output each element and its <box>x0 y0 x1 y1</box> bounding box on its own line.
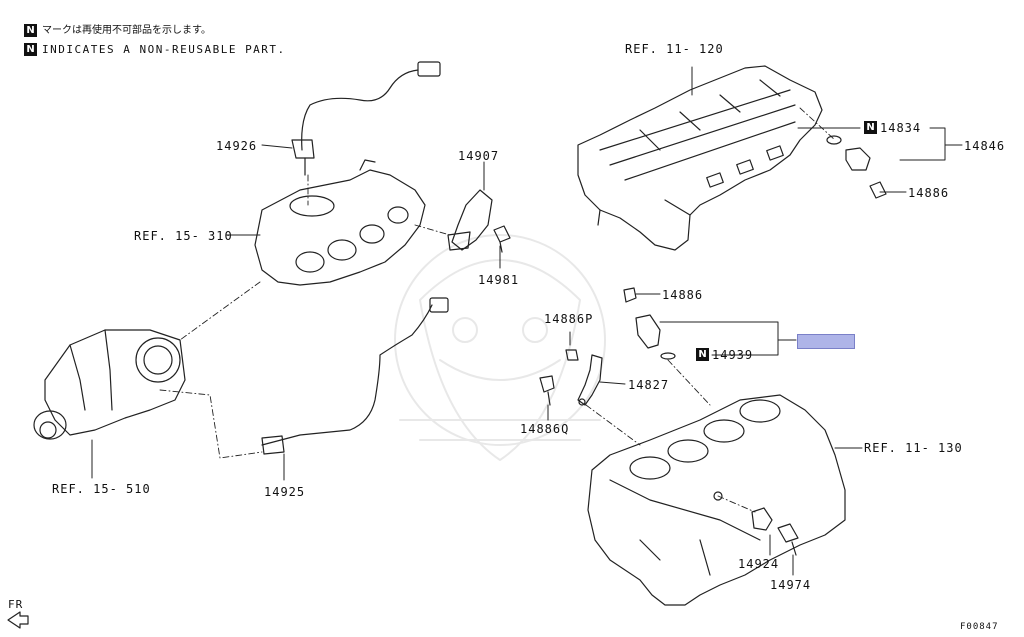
catalytic-converter-drawing <box>33 329 186 440</box>
part-14926-label[interactable]: 14926 <box>216 139 258 153</box>
bolt-14886Q-drawing <box>539 375 555 406</box>
oxygen-sensor-upper-drawing <box>291 61 441 176</box>
part-14907-label[interactable]: 14907 <box>458 149 500 163</box>
part-14834-label[interactable]: 14834 <box>880 121 922 135</box>
front-marker-label: FR <box>8 598 24 611</box>
bolt-14886P-drawing <box>565 349 579 361</box>
bracket-14827-drawing <box>577 354 603 406</box>
part-14827-label[interactable]: 14827 <box>628 378 670 392</box>
part-14886P-label[interactable]: 14886P <box>544 312 594 326</box>
cylinder-block-drawing <box>587 394 846 606</box>
exhaust-manifold-drawing <box>254 159 426 286</box>
bolt-14981-drawing <box>493 225 511 253</box>
sensor-14834-drawing <box>826 135 887 199</box>
legend-japanese: マークは再使用不可部品を示します。 <box>42 25 211 36</box>
non-reusable-badge-icon: N <box>24 24 37 37</box>
ref-15-510-label[interactable]: REF. 15- 510 <box>52 482 151 496</box>
sensor-14924-drawing <box>751 507 773 531</box>
part-14846-label[interactable]: 14846 <box>964 139 1006 153</box>
reference-lines <box>159 107 836 513</box>
part-14886-upper-label[interactable]: 14886 <box>908 186 950 200</box>
sensor-14907-drawing <box>447 189 493 251</box>
part-14974-label[interactable]: 14974 <box>770 578 812 592</box>
front-arrow-icon <box>7 611 29 629</box>
non-reusable-badge-icon: N <box>696 348 709 361</box>
bolt-14974-drawing <box>777 523 799 556</box>
watermark-emblem <box>394 234 606 461</box>
part-14925-label[interactable]: 14925 <box>264 485 306 499</box>
part-14886Q-label[interactable]: 14886Q <box>520 422 570 436</box>
ref-15-310-label[interactable]: REF. 15- 310 <box>134 229 233 243</box>
part-14939-label[interactable]: 14939 <box>712 348 754 362</box>
ref-11-120-label[interactable]: REF. 11- 120 <box>625 42 724 56</box>
legend-english: INDICATES A NON-REUSABLE PART. <box>42 43 286 56</box>
leader-lines <box>91 66 963 576</box>
non-reusable-badge-icon: N <box>864 121 877 134</box>
part-14886-mid-label[interactable]: 14886 <box>662 288 704 302</box>
part-14981-label[interactable]: 14981 <box>478 273 520 287</box>
bolt-14886-mid-drawing <box>623 287 637 303</box>
ref-11-130-label[interactable]: REF. 11- 130 <box>864 441 963 455</box>
sensor-14939-drawing <box>635 314 676 360</box>
highlighted-part-marker[interactable] <box>797 334 855 349</box>
cylinder-head-drawing <box>577 65 823 251</box>
non-reusable-badge-icon: N <box>24 43 37 56</box>
oxygen-sensor-lower-drawing <box>261 297 449 455</box>
figure-id: F00847 <box>960 622 999 632</box>
part-14924-label[interactable]: 14924 <box>738 557 780 571</box>
